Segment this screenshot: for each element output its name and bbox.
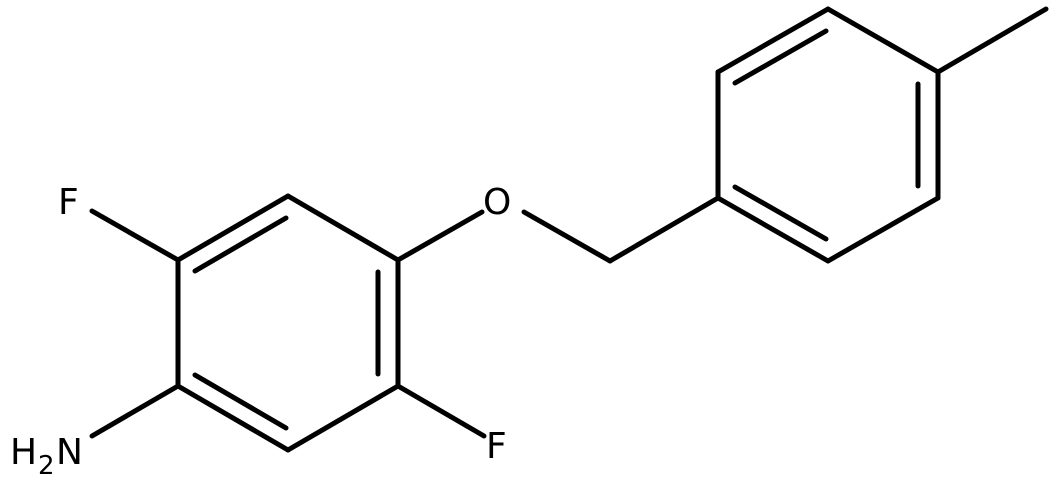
amine-n-label: N [56,432,83,473]
ring1-bond-bottom-right [285,383,401,453]
ring2-bond-bottom-left-inner [732,184,829,242]
amine-label: H 2 N [10,432,83,481]
ring2-bond-top-left [715,6,831,75]
ring1-bond-top-left-inner [192,215,289,274]
amine-subscript: 2 [38,451,55,481]
ring2-bond-bottom-right [825,195,941,264]
ring1-bond-top-left [175,193,291,263]
bond-ch2-ring [607,195,721,264]
tolyl-ring [715,6,941,264]
bond-methyl [935,6,1049,75]
amine-h-label: H [10,432,37,473]
ring1-bond-bottom-left [175,383,291,453]
ring2-bond-top-left-inner [732,28,829,86]
ring2-bond-bottom-left [715,195,831,264]
ring1-bond-top-right [285,193,401,263]
ring2-bond-top-right [825,6,941,75]
bond-c-f-bottom [395,383,487,439]
oxygen-label: O [483,182,511,223]
aniline-ring [175,193,401,453]
fluorine-top-label: F [58,182,79,223]
bond-c-o [395,209,485,263]
bond-c-n [89,383,181,439]
bond-o-ch2 [521,209,613,264]
bond-c-f-top [89,208,181,263]
ring1-bond-bottom-left-inner [192,372,289,431]
fluorine-bottom-label: F [486,426,507,467]
